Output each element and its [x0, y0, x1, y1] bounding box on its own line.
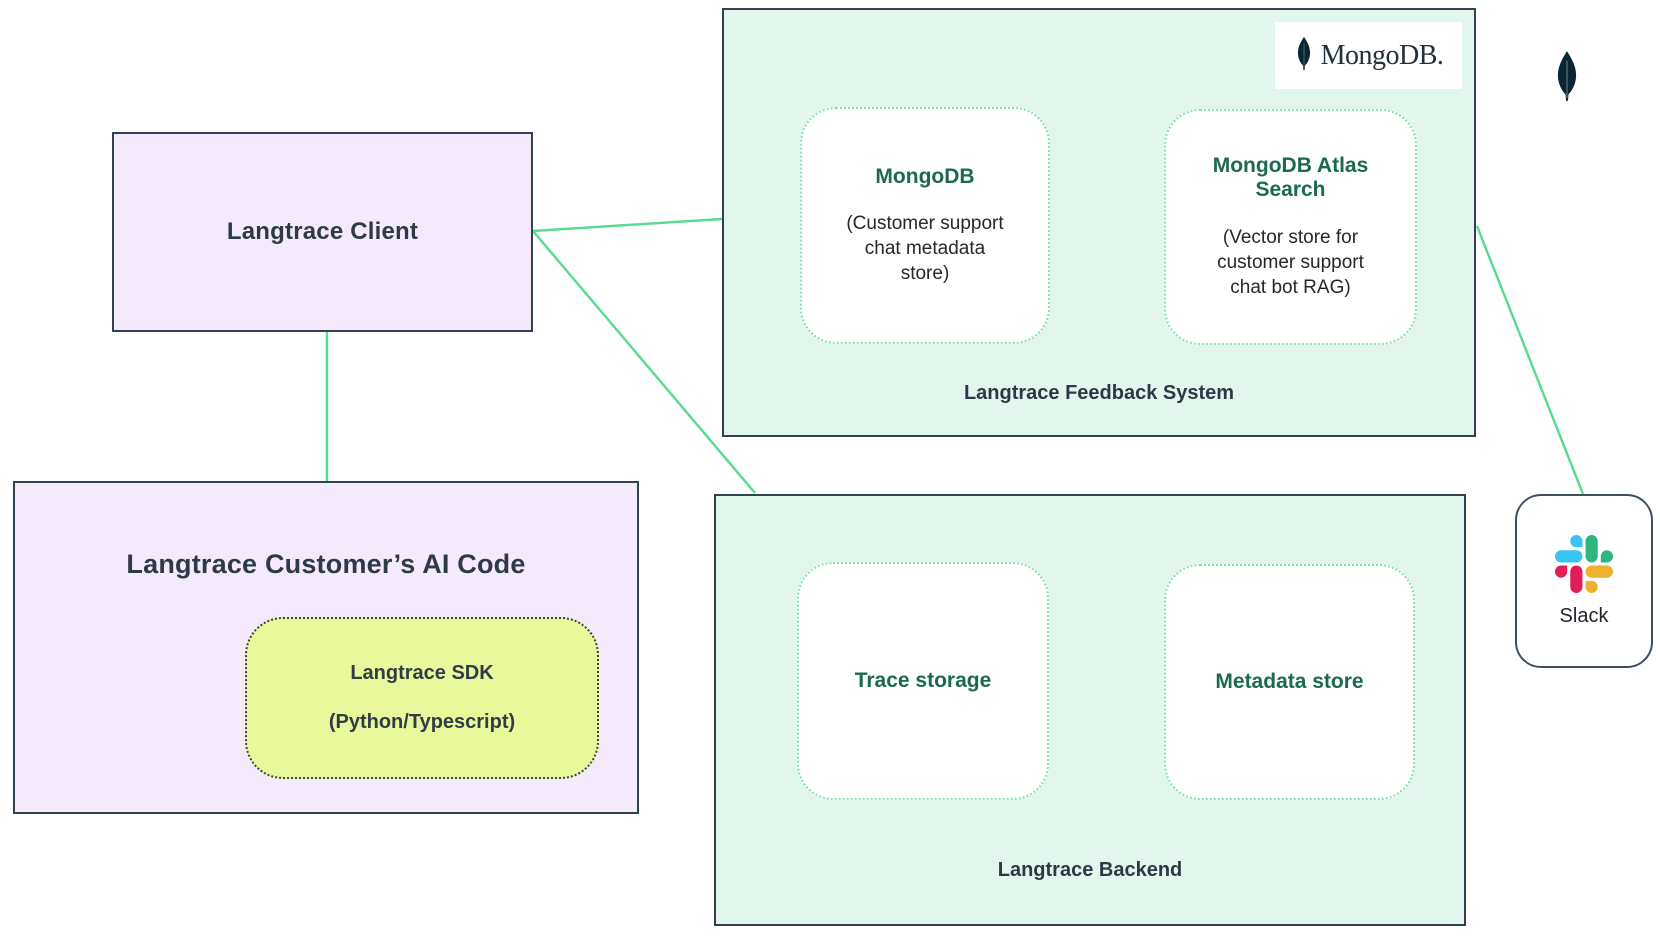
backend-label: Langtrace Backend: [997, 859, 1183, 881]
atlas-search-node: MongoDB Atlas Search (Vector store for c…: [1164, 109, 1417, 345]
langtrace-sdk-title: Langtrace SDK: [350, 662, 494, 684]
connector-client-feedback: [532, 217, 723, 233]
trace-storage-node: Trace storage: [797, 562, 1049, 800]
langtrace-client-box: Langtrace Client: [112, 132, 533, 332]
slack-icon: [1555, 534, 1613, 593]
mongodb-logo-chip: MongoDB.: [1275, 22, 1462, 89]
mongodb-node: MongoDB (Customer support chat metadata …: [800, 107, 1050, 344]
atlas-search-node-title: MongoDB Atlas Search: [1212, 154, 1369, 202]
backend-box: Trace storage Metadata store Langtrace B…: [714, 494, 1466, 926]
slack-card: Slack: [1515, 494, 1653, 668]
slack-label: Slack: [1559, 604, 1609, 627]
atlas-search-node-body: (Vector store for customer support chat …: [1217, 226, 1364, 298]
mongodb-leaf-icon: [1297, 36, 1310, 70]
trace-storage-title: Trace storage: [854, 668, 992, 692]
customer-ai-code-box: Langtrace Customer’s AI Code Langtrace S…: [13, 481, 639, 814]
connector-feedback-slack: [1475, 225, 1585, 495]
feedback-system-label: Langtrace Feedback System: [963, 382, 1235, 404]
langtrace-sdk-box: Langtrace SDK (Python/Typescript): [245, 617, 599, 779]
customer-ai-code-title: Langtrace Customer’s AI Code: [126, 549, 526, 579]
mongodb-node-body: (Customer support chat metadata store): [846, 212, 1004, 285]
mongodb-node-title: MongoDB: [875, 164, 975, 188]
langtrace-sdk-subtitle: (Python/Typescript): [328, 711, 516, 733]
mongodb-wordmark: MongoDB.: [1320, 39, 1444, 71]
metadata-store-node: Metadata store: [1164, 564, 1415, 800]
metadata-store-title: Metadata store: [1215, 669, 1364, 693]
mongodb-leaf-icon: [1557, 51, 1577, 101]
feedback-system-box: MongoDB. MongoDB (Customer support chat …: [722, 8, 1476, 437]
langtrace-client-title: Langtrace Client: [226, 218, 419, 245]
